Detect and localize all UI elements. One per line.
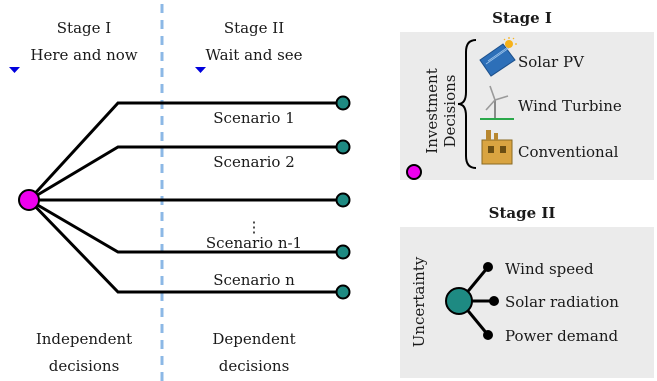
scenario-label-2: Scenario 2 [213, 153, 294, 171]
uncertainty-label: Uncertainty [410, 256, 428, 347]
investment-label-line1: Investment [423, 68, 441, 153]
scenario-label-n-1: Scenario n-1 [206, 234, 302, 252]
investment-box [400, 32, 654, 180]
independent-caption-line2: decisions [49, 357, 120, 375]
branch-1 [27, 101, 343, 202]
scenario-label-n: Scenario n [213, 271, 295, 289]
stage1-arrow-icon [9, 67, 20, 73]
scenario-label-1: Scenario 1 [213, 109, 294, 127]
scenario-branches [27, 101, 343, 294]
leaf-node-4 [335, 244, 351, 260]
leaf-node-1 [335, 95, 351, 111]
investment-label-line2: Decisions [441, 75, 459, 148]
power-plant-icon [481, 130, 513, 165]
branch-5 [27, 198, 343, 294]
dependent-caption-line1: Dependent [212, 330, 295, 348]
uncertainty-endpoints [483, 262, 499, 340]
stage2-title: Stage II [224, 19, 284, 37]
leaf-node-3 [335, 192, 351, 208]
uncertainty-power-demand: Power demand [505, 327, 618, 345]
stage2-subtitle: Wait and see [205, 46, 302, 64]
leaf-node-2 [335, 139, 351, 155]
uncertainty-solar-radiation: Solar radiation [505, 293, 619, 311]
stage2-box-title: Stage II [489, 204, 556, 222]
stage1-subtitle: Here and now [30, 46, 137, 64]
wind-turbine-icon [480, 85, 514, 120]
scenario-ellipsis: ⋮ [247, 218, 262, 236]
root-node [18, 189, 40, 211]
investment-label: Investment Decisions [423, 68, 459, 153]
investment-node [406, 164, 422, 180]
option-solar-pv: Solar PV [518, 53, 585, 71]
leaf-nodes [335, 95, 351, 300]
stage1-title: Stage I [57, 19, 111, 37]
independent-caption-line1: Independent [36, 330, 132, 348]
branch-2 [28, 145, 343, 202]
leaf-node-5 [335, 284, 351, 300]
dependent-caption-line2: decisions [219, 357, 290, 375]
uncertainty-node [445, 287, 473, 315]
brace-icon [457, 39, 477, 169]
stage2-arrow-icon [195, 67, 206, 73]
uncertainty-wind-speed: Wind speed [505, 260, 594, 278]
stage1-box-title: Stage I [492, 9, 552, 27]
uncertainty-box [400, 227, 654, 378]
option-conventional: Conventional [518, 143, 619, 161]
option-wind-turbine: Wind Turbine [518, 97, 622, 115]
branch-4 [28, 198, 343, 254]
solar-panel-icon [479, 37, 517, 77]
